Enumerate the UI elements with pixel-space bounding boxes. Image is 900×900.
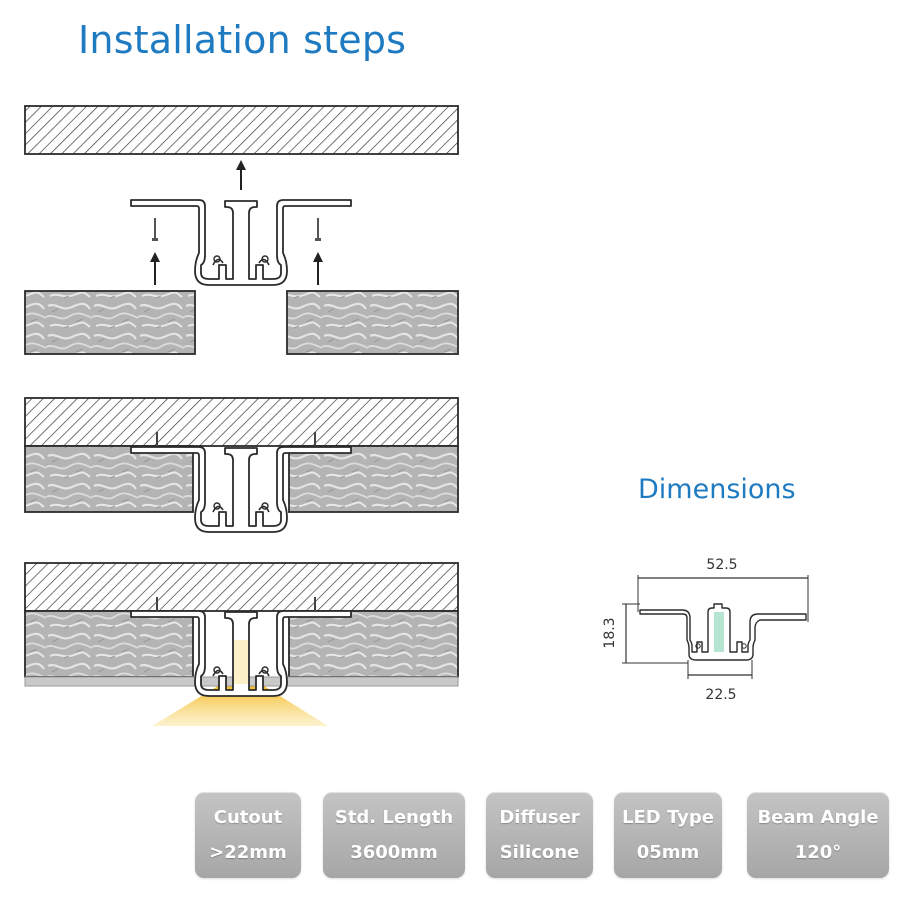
spec-label: Std. Length [334, 807, 454, 828]
spec-value: 3600mm [350, 842, 438, 863]
spec-badge-diffuser: Diffuser Silicone [486, 792, 593, 878]
installation-diagram: 52.5 18.3 22.5 [24, 105, 809, 726]
plasterboard-left [24, 290, 196, 355]
spec-badge-beam-angle: Beam Angle 120° [747, 792, 889, 878]
spec-badges: Cutout >22mm Std. Length 3600mm Diffuser… [0, 792, 900, 882]
screw-icon [315, 218, 321, 241]
up-arrow-icon [150, 252, 160, 285]
page-title: Installation steps [78, 18, 407, 62]
dimensions-title: Dimensions [638, 474, 796, 505]
plasterboard-right [286, 290, 459, 355]
spec-badge-length: Std. Length 3600mm [323, 792, 465, 878]
screw-icon [152, 218, 158, 241]
spec-value: >22mm [209, 842, 287, 863]
ceiling-slab [24, 105, 459, 155]
up-arrow-icon [236, 160, 246, 190]
spec-label: Beam Angle [757, 807, 879, 828]
dimension-width-top: 52.5 [706, 557, 737, 573]
dimension-drawing: 52.5 18.3 22.5 [602, 557, 809, 703]
spec-value: Silicone [499, 842, 580, 863]
up-arrow-icon [313, 252, 323, 285]
step-2-assembled [24, 397, 459, 533]
step-1-exploded [24, 105, 459, 355]
dimension-height: 18.3 [602, 617, 618, 648]
spec-value: 120° [794, 842, 842, 863]
led-diffuser [714, 612, 724, 652]
spec-badge-cutout: Cutout >22mm [195, 792, 301, 878]
spec-value: 05mm [636, 842, 700, 863]
spec-label: LED Type [622, 807, 714, 828]
spec-label: Diffuser [499, 807, 580, 828]
dimension-width-bottom: 22.5 [705, 687, 736, 703]
spec-label: Cutout [213, 807, 283, 828]
step-3-lit [24, 562, 459, 726]
light-beam [152, 686, 328, 726]
spec-badge-led-type: LED Type 05mm [614, 792, 722, 878]
